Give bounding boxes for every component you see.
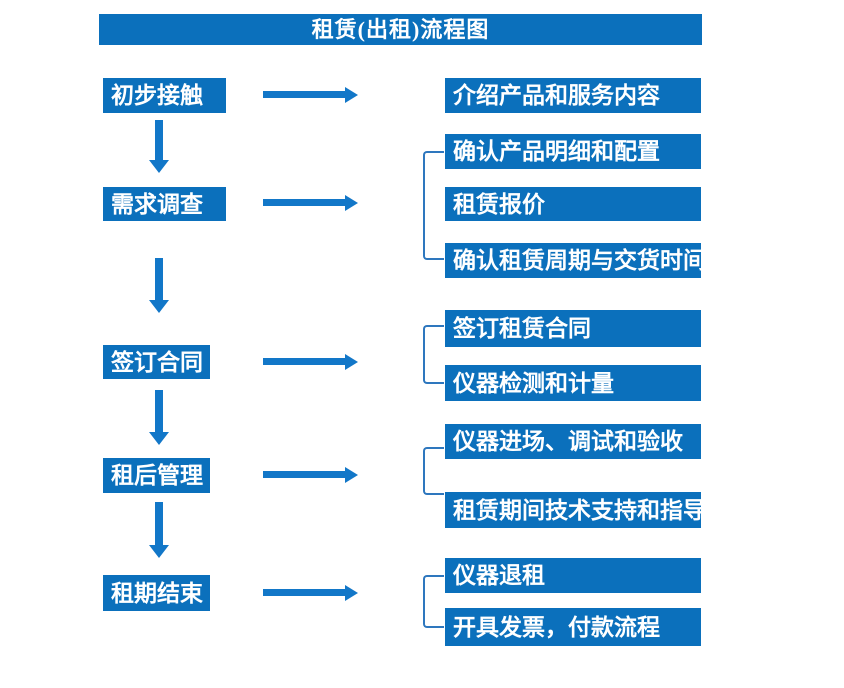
arrow-shaft <box>155 390 163 433</box>
arrow-right-icon <box>263 87 358 103</box>
group-bracket <box>423 151 444 260</box>
arrow-shaft <box>155 502 163 546</box>
arrow-shaft <box>263 358 347 365</box>
output-box-rental-quote: 租赁报价 <box>445 187 701 221</box>
arrow-shaft <box>263 91 347 98</box>
arrow-head <box>149 545 169 558</box>
arrow-head <box>149 300 169 313</box>
arrow-right-icon <box>263 467 358 483</box>
stage-box-post-rental-management: 租后管理 <box>103 458 210 493</box>
output-box-sign-rental-contract: 签订租赁合同 <box>445 310 701 347</box>
arrow-shaft <box>263 589 347 596</box>
group-bracket <box>423 447 444 495</box>
arrow-head <box>345 87 358 103</box>
arrow-head <box>345 354 358 370</box>
arrow-down-icon <box>149 120 169 173</box>
arrow-head <box>345 585 358 601</box>
arrow-shaft <box>155 120 163 161</box>
flowchart-title: 租赁(出租)流程图 <box>99 14 702 45</box>
group-bracket <box>423 575 444 628</box>
output-box-instrument-return: 仪器退租 <box>445 558 701 593</box>
group-bracket <box>423 325 444 384</box>
arrow-shaft <box>263 199 347 206</box>
arrow-head <box>345 195 358 211</box>
arrow-shaft <box>155 258 163 301</box>
arrow-head <box>149 432 169 445</box>
output-box-confirm-rental-period: 确认租赁周期与交货时间 <box>445 243 706 278</box>
output-box-instrument-inspection: 仪器检测和计量 <box>445 365 701 401</box>
output-box-confirm-product-details: 确认产品明细和配置 <box>445 134 701 169</box>
arrow-down-icon <box>149 502 169 558</box>
arrow-right-icon <box>263 585 358 601</box>
stage-box-demand-survey: 需求调查 <box>103 187 226 221</box>
output-box-technical-support: 租赁期间技术支持和指导 <box>445 492 706 528</box>
arrow-down-icon <box>149 390 169 445</box>
output-box-instrument-setup-acceptance: 仪器进场、调试和验收 <box>445 424 701 459</box>
stage-box-rental-end: 租期结束 <box>103 575 210 611</box>
arrow-right-icon <box>263 195 358 211</box>
stage-box-sign-contract: 签订合同 <box>103 345 210 379</box>
stage-box-initial-contact: 初步接触 <box>103 78 226 113</box>
arrow-right-icon <box>263 354 358 370</box>
arrow-down-icon <box>149 258 169 313</box>
output-box-introduce-products: 介绍产品和服务内容 <box>445 78 701 113</box>
arrow-head <box>149 160 169 173</box>
arrow-head <box>345 467 358 483</box>
output-box-invoice-payment: 开具发票，付款流程 <box>445 608 701 646</box>
arrow-shaft <box>263 471 347 478</box>
